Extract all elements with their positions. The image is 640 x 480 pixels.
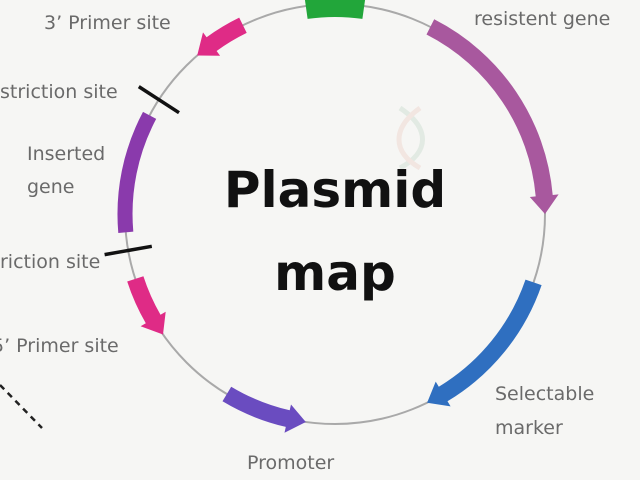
- title-line-1: Plasmid: [224, 161, 446, 219]
- restriction-site-marker-bottom: [104, 244, 153, 257]
- primer-5-arrow: [127, 276, 166, 335]
- promoter-arrow: [222, 386, 306, 433]
- label-inserted-gene-line1: Inserted: [27, 143, 105, 165]
- restriction-site-marker-top: [137, 85, 180, 115]
- resistance-gene-arrow: [426, 19, 559, 214]
- label-inserted-gene-line2: gene: [27, 176, 74, 198]
- label-promoter: Promoter: [247, 452, 334, 474]
- primer-3-arrow: [197, 17, 247, 56]
- label-selectable-marker-line1: Selectable: [495, 383, 594, 405]
- inserted-gene-segment: [117, 111, 157, 233]
- selectable-marker-arrow: [427, 279, 542, 407]
- watermark-logo: [396, 105, 425, 171]
- label-resistance-gene: resistent gene: [474, 8, 610, 30]
- label-restriction-site-bottom: riction site: [0, 251, 100, 273]
- dashed-connector-line: [0, 384, 43, 429]
- label-5-primer-site: 5’ Primer site: [0, 335, 119, 357]
- label-selectable-marker-line2: marker: [495, 417, 563, 439]
- label-restriction-site-top: striction site: [0, 81, 118, 103]
- label-3-primer-site: 3’ Primer site: [44, 12, 171, 34]
- origin-segment: [304, 0, 366, 19]
- title-line-2: map: [274, 244, 396, 302]
